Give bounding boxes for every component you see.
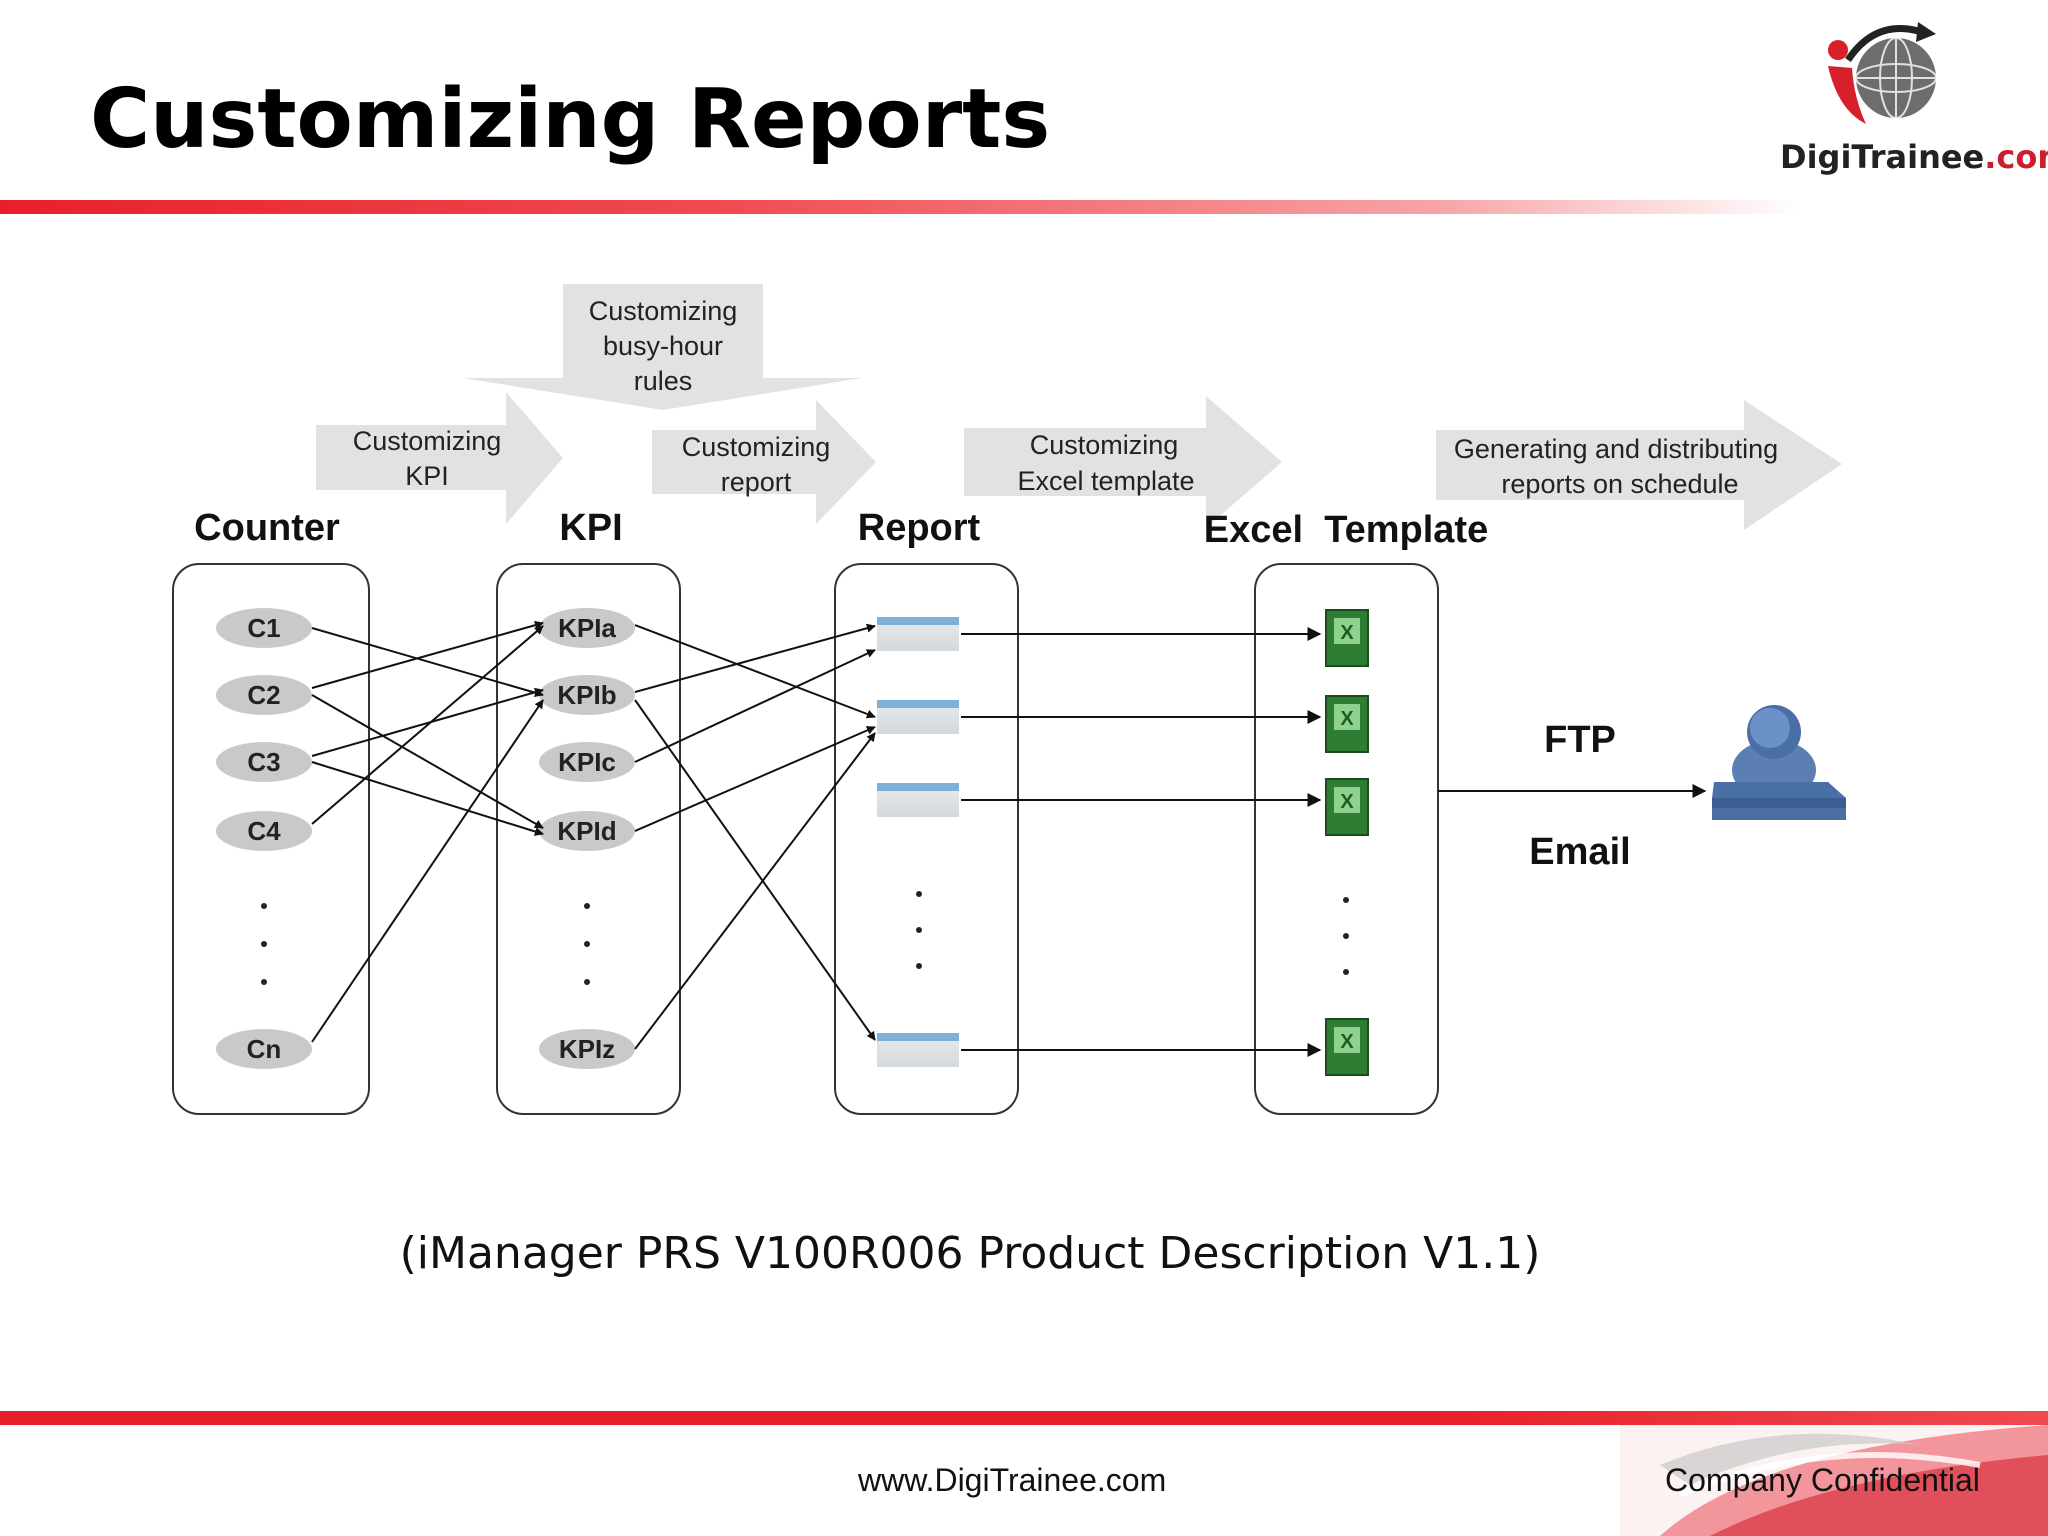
step-label: busy-hour — [603, 331, 723, 361]
kpi-kpid: KPId — [539, 811, 635, 851]
svg-text:Cn: Cn — [247, 1034, 282, 1064]
step-arrow-busy-hour: Customizing busy-hour rules — [463, 284, 862, 410]
step-label: Customizing — [589, 296, 738, 326]
kpi-report-connectors — [634, 623, 876, 1050]
step-label: Generating and distributing — [1454, 434, 1778, 464]
svg-text:C2: C2 — [247, 680, 280, 710]
report-sheet-icon — [877, 700, 959, 734]
logo-wordmark: DigiTrainee.com — [1780, 138, 2048, 176]
counter-kpi-connectors — [311, 620, 544, 1043]
excel-column-box — [1254, 563, 1439, 1115]
report-excel-connectors — [961, 627, 1322, 1057]
excel-ellipsis — [1343, 897, 1349, 975]
channel-email: Email — [1529, 831, 1630, 873]
svg-text:KPIz: KPIz — [559, 1034, 615, 1064]
counter-c1: C1 — [216, 608, 312, 648]
svg-text:X: X — [1340, 708, 1354, 730]
svg-text:C3: C3 — [247, 747, 280, 777]
step-label: KPI — [405, 461, 449, 491]
kpi-kpiz: KPIz — [539, 1029, 635, 1069]
source-caption: (iManager PRS V100R006 Product Descripti… — [399, 1228, 1541, 1279]
footer-divider — [0, 1411, 2048, 1425]
column-title-kpi: KPI — [559, 507, 622, 549]
svg-text:C4: C4 — [247, 816, 281, 846]
step-label: Customizing — [682, 432, 831, 462]
svg-text:KPId: KPId — [557, 816, 616, 846]
channel-ftp: FTP — [1544, 719, 1616, 761]
excel-file-icon: X — [1325, 609, 1369, 667]
page-title: Customizing Reports — [90, 72, 1051, 167]
kpi-ellipsis — [584, 903, 590, 985]
excel-file-icon: X — [1325, 1018, 1369, 1076]
kpi-kpib: KPIb — [539, 675, 635, 715]
user-terminal-icon — [1712, 705, 1846, 820]
footer-confidential: Company Confidential — [1665, 1462, 1980, 1498]
footer-website: www.DigiTrainee.com — [858, 1462, 1167, 1498]
counter-ellipsis — [261, 903, 267, 985]
counter-c4: C4 — [216, 811, 312, 851]
step-label: Customizing — [353, 426, 502, 456]
excel-file-icon: X — [1325, 695, 1369, 753]
excel-file-icon: X — [1325, 778, 1369, 836]
report-sheet-icon — [877, 783, 959, 817]
kpi-kpic: KPIc — [539, 742, 635, 782]
svg-text:KPIc: KPIc — [558, 747, 616, 777]
step-arrow-excel: Customizing Excel template — [964, 396, 1282, 528]
svg-text:X: X — [1340, 791, 1354, 813]
report-sheet-icon — [877, 1033, 959, 1067]
kpi-kpia: KPIa — [539, 608, 635, 648]
counter-cn: Cn — [216, 1029, 312, 1069]
step-arrow-report: Customizing report — [652, 400, 876, 524]
counter-c2: C2 — [216, 675, 312, 715]
svg-text:X: X — [1340, 622, 1354, 644]
step-label: Excel template — [1017, 466, 1194, 496]
footer-swoosh-decoration — [1620, 1425, 2048, 1536]
column-title-excel-template: Excel Template — [1204, 509, 1488, 551]
step-label: rules — [634, 366, 693, 396]
header-divider — [0, 200, 2048, 214]
logo — [1818, 20, 1950, 132]
svg-text:C1: C1 — [247, 613, 280, 643]
svg-text:KPIa: KPIa — [558, 613, 616, 643]
step-arrow-distribute: Generating and distributing reports on s… — [1436, 400, 1842, 530]
report-ellipsis — [916, 891, 922, 969]
step-label: report — [721, 467, 792, 497]
report-sheet-icon — [877, 617, 959, 651]
step-label: reports on schedule — [1501, 469, 1738, 499]
svg-text:KPIb: KPIb — [557, 680, 616, 710]
step-arrow-kpi: Customizing KPI — [316, 392, 563, 524]
column-title-counter: Counter — [194, 507, 340, 549]
step-label: Customizing — [1030, 430, 1179, 460]
column-title-report: Report — [858, 507, 981, 549]
svg-text:X: X — [1340, 1031, 1354, 1053]
counter-c3: C3 — [216, 742, 312, 782]
logo-globe-icon — [1828, 22, 1937, 124]
